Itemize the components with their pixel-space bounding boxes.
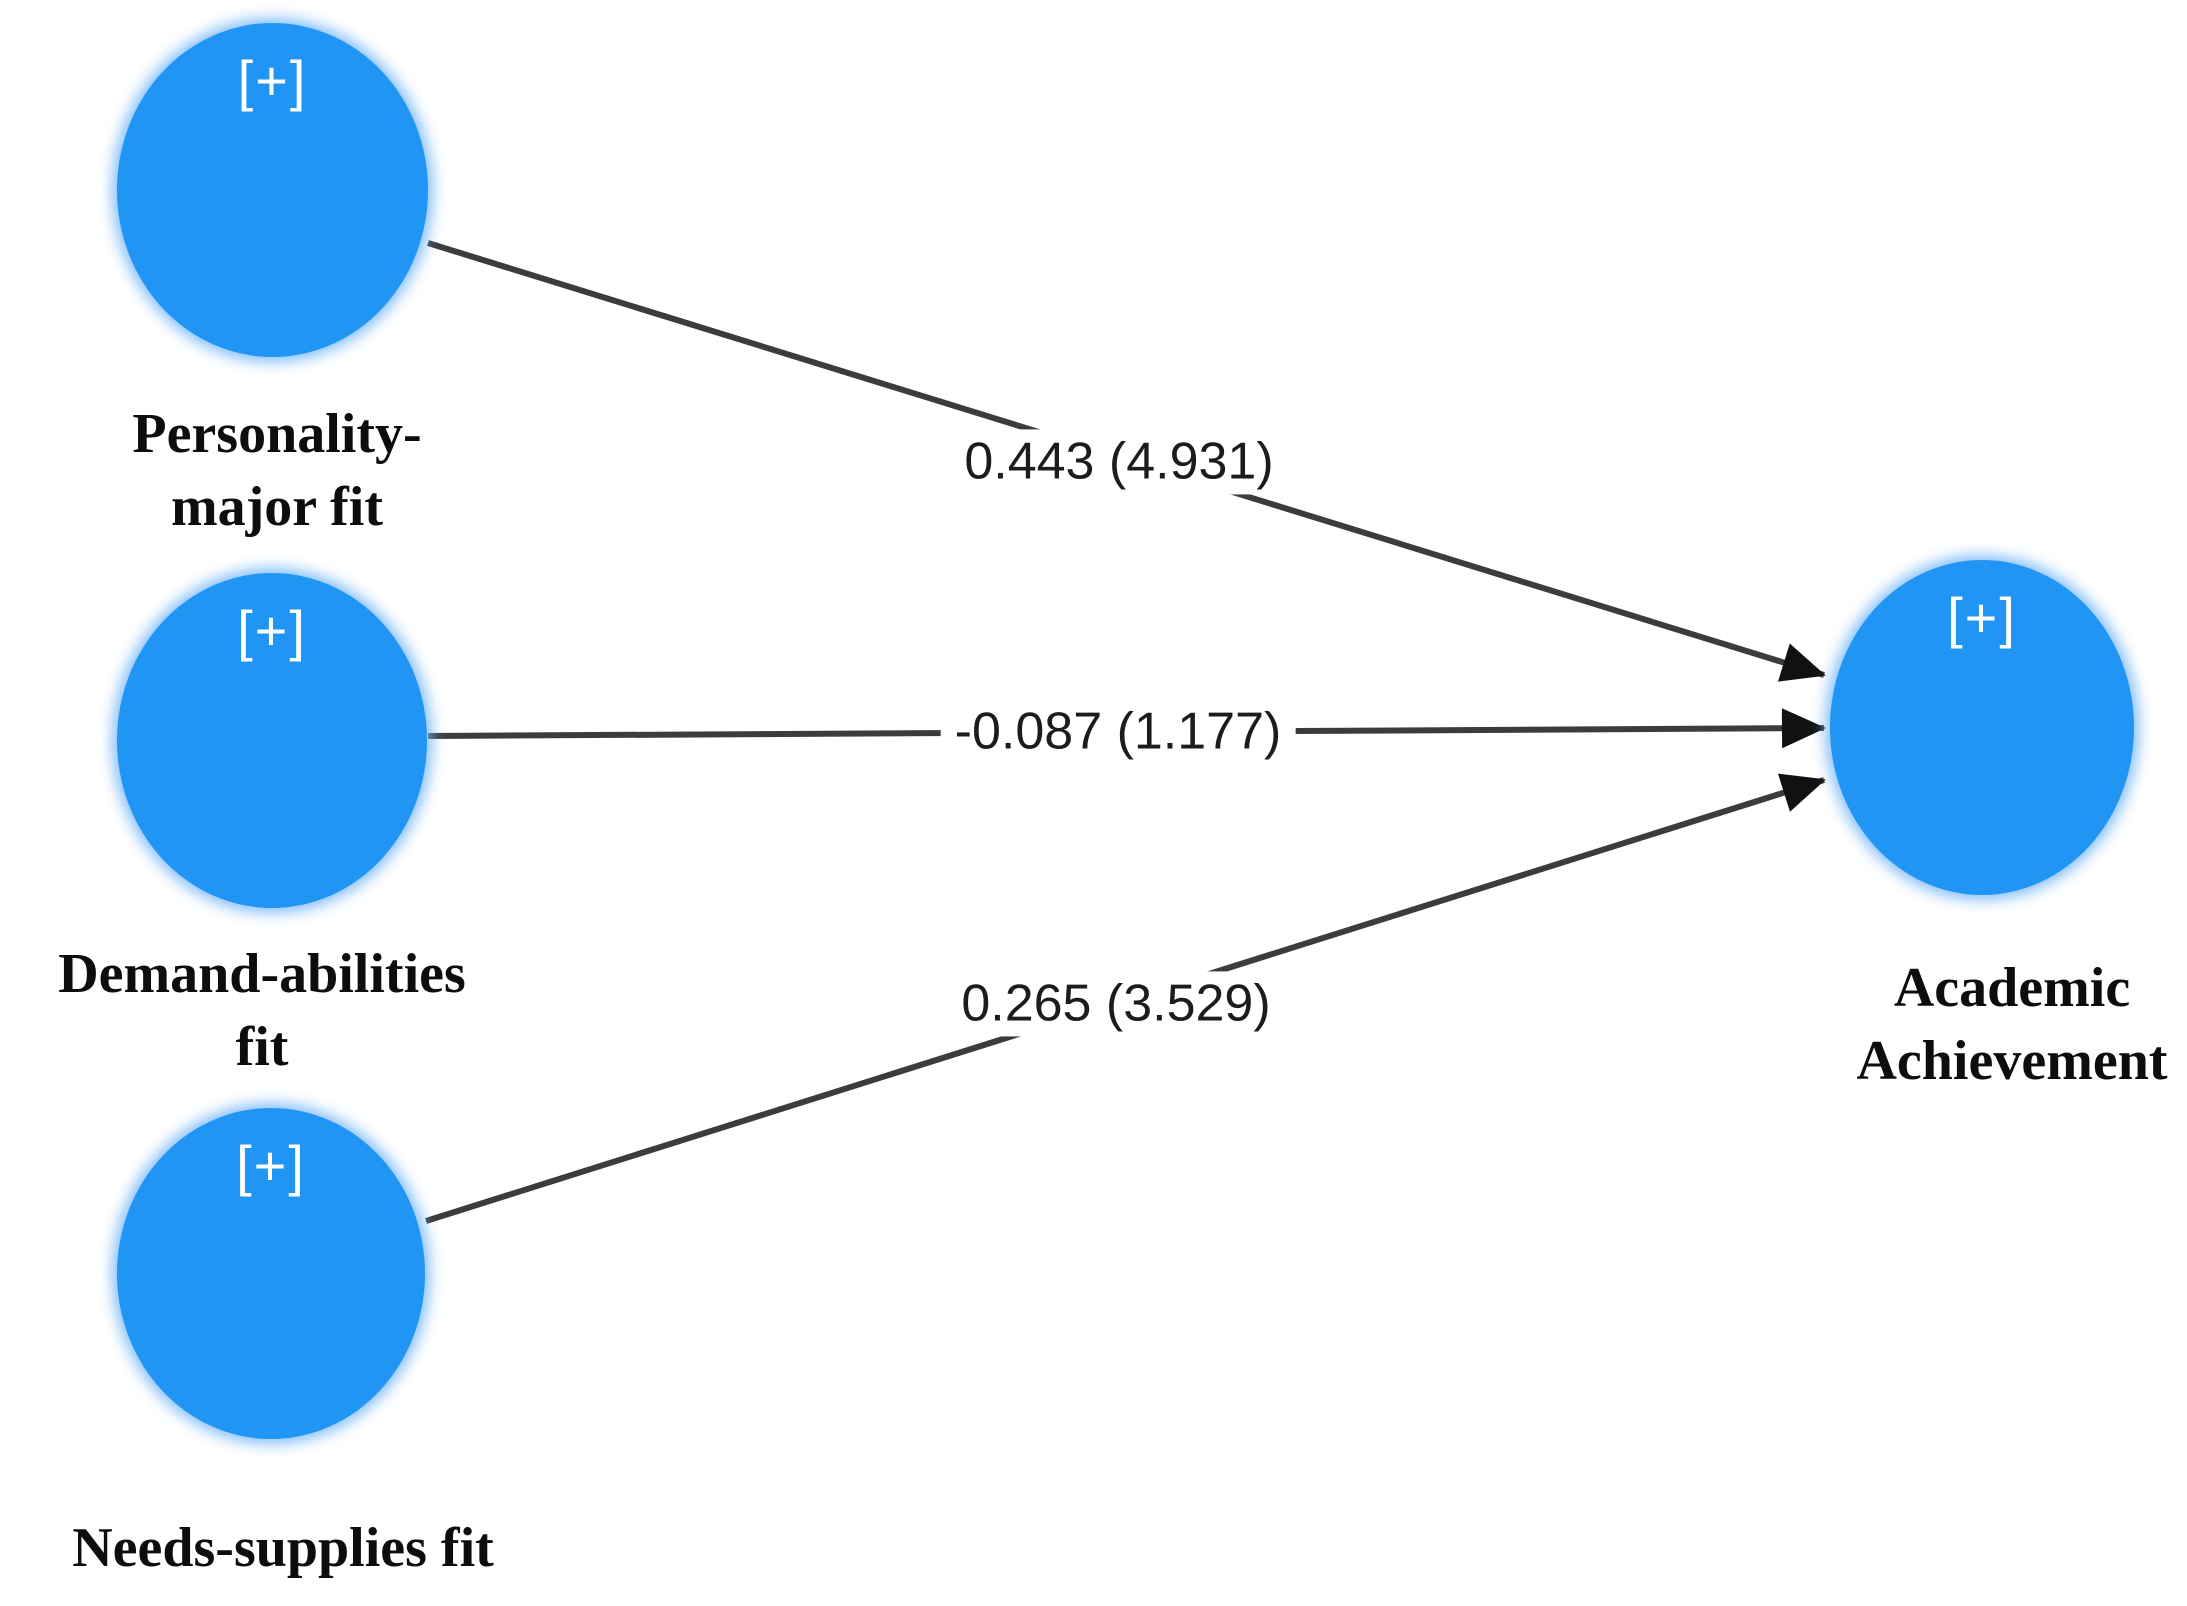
node-personality-major-fit[interactable]: [+] [117,23,428,357]
node-label-needs-supplies-fit: Needs-supplies fit [53,1512,513,1585]
node-label-line: major fit [171,475,383,538]
expand-icon[interactable]: [+] [237,599,307,662]
expand-icon[interactable]: [+] [236,1134,306,1197]
coefficient-personality-to-academic[interactable]: 0.443 (4.931) [950,429,1288,495]
node-label-line: Academic [1893,957,2131,1019]
node-label-line: Personality- [132,403,422,465]
expand-icon[interactable]: [+] [237,49,308,112]
node-needs-supplies-fit[interactable]: [+] [117,1108,425,1439]
node-label-demand-abilities-fit: Demand-abilities fit [32,938,492,1084]
node-demand-abilities-fit[interactable]: [+] [117,573,427,908]
node-label-line: Needs-supplies fit [72,1517,494,1579]
coefficient-demand-to-academic[interactable]: -0.087 (1.177) [940,699,1296,765]
expand-icon[interactable]: [+] [1947,586,2017,649]
node-label-line: Demand-abilities [58,943,466,1005]
node-label-line: Achievement [1856,1029,2168,1092]
node-label-personality-major-fit: Personality- major fit [47,398,507,544]
node-label-academic-achievement: Academic Achievement [1812,952,2187,1098]
coefficient-needs-to-academic[interactable]: 0.265 (3.529) [947,971,1285,1037]
node-academic-achievement[interactable]: [+] [1830,560,2134,895]
node-label-line: fit [235,1015,289,1078]
